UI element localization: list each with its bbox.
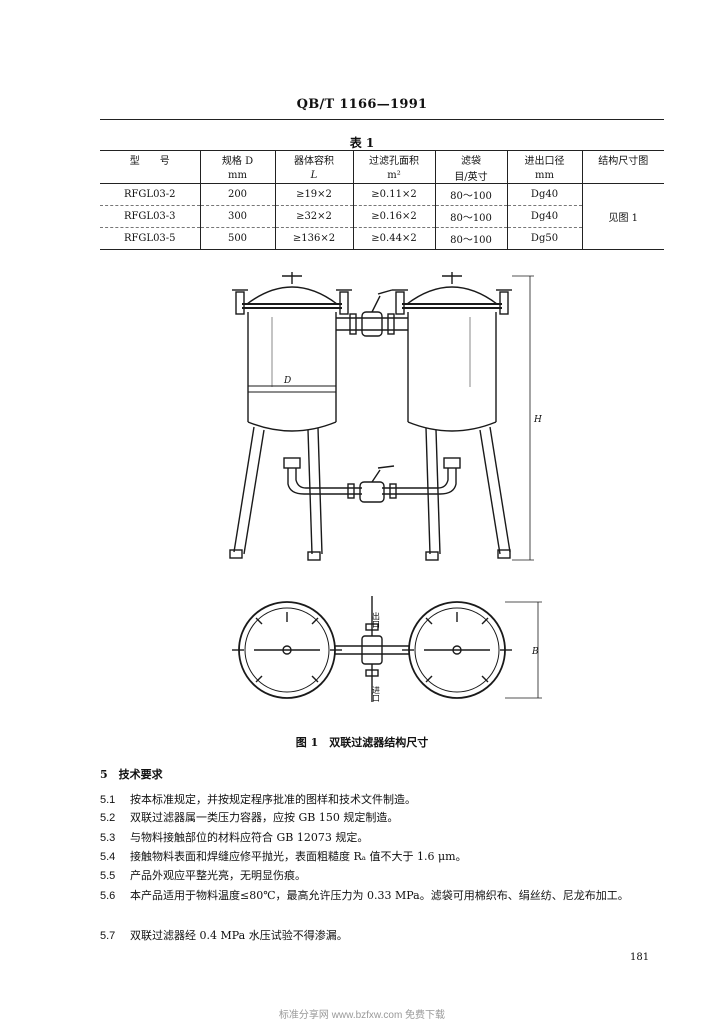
table-header-row-2: mm L m² 目/英寸 mm (100, 167, 664, 184)
requirement-number: 5.5 (100, 870, 116, 882)
requirement-number: 5.7 (100, 930, 116, 942)
requirement-item: 5.3 与物料接触部位的材料应符合 GB 12073 规定。 (100, 830, 664, 846)
requirement-text: 接触物料表面和焊缝应修平抛光，表面粗糙度 Rₐ 值不大于 1.6 μm。 (130, 850, 467, 863)
cell-model: RFGL03-2 (123, 189, 176, 200)
standard-number-header: QB/T 1166—1991 (296, 97, 428, 112)
cell-size: 300 (199, 205, 275, 228)
cell-filter-area: ≥0.16×2 (352, 205, 435, 228)
requirement-item: 5.5 产品外观应平整光亮，无明显伤痕。 (100, 868, 664, 884)
cell-structure-figure: 见图 1 (581, 183, 664, 250)
cell-port-diameter: Dg40 (506, 183, 582, 206)
col-header-volume: 器体容积 (274, 150, 353, 167)
col-unit-filter-area: m² (352, 167, 435, 184)
col-unit-filter-bag: 目/英寸 (434, 167, 507, 184)
lower-connecting-pipe (283, 457, 461, 503)
outlet-label: 出口 (372, 611, 381, 628)
requirement-number: 5.6 (100, 890, 116, 902)
cell-volume: ≥136×2 (274, 227, 353, 250)
legs (229, 426, 511, 561)
requirement-text: 产品外观应平整光亮，无明显伤痕。 (130, 869, 306, 882)
requirement-number: 5.3 (100, 832, 116, 844)
dimension-label-H: H (533, 415, 542, 425)
requirement-number: 5.2 (100, 812, 116, 824)
footer-watermark: 标准分享网 www.bzfxw.com 免费下载 (278, 1010, 446, 1021)
table-header-row-1: 型 号 规格 D 器体容积 过滤孔面积 滤袋 进出口径 结构尺寸图 (100, 150, 664, 167)
dimension-label-D: D (283, 376, 291, 386)
requirement-item: 5.6 本产品适用于物料温度≤80℃，最高允许压力为 0.33 MPa。滤袋可用棉… (100, 888, 664, 904)
requirement-text: 双联过滤器经 0.4 MPa 水压试验不得渗漏。 (130, 929, 348, 942)
cell-filter-bag: 80～100 (434, 205, 507, 228)
cell-volume: ≥19×2 (274, 183, 353, 206)
cell-model: RFGL03-5 (100, 227, 200, 250)
cell-size: 500 (199, 227, 275, 250)
col-unit-model (100, 167, 200, 184)
inlet-label: 进口 (372, 686, 381, 702)
requirement-item: 5.1 按本标准规定，并按规定程序批准的图样和技术文件制造。 (100, 792, 664, 808)
elevation-view: D (229, 272, 542, 561)
col-unit-structure-figure (581, 167, 664, 184)
cell-volume: ≥32×2 (274, 205, 353, 228)
cell-filter-bag: 80～100 (434, 183, 507, 206)
requirement-item: 5.2 双联过滤器属一类压力容器，应按 GB 150 规定制造。 (100, 810, 664, 826)
col-unit-port-diameter: mm (506, 167, 582, 184)
header-rule (100, 119, 664, 120)
col-header-model: 型 号 (100, 150, 200, 167)
left-vessel (232, 272, 352, 432)
cell-size: 200 (199, 183, 275, 206)
col-header-size: 规格 D (199, 150, 275, 167)
cell-port-diameter: Dg40 (506, 205, 582, 228)
requirement-text: 按本标准规定，并按规定程序批准的图样和技术文件制造。 (130, 793, 416, 806)
cell-model: RFGL03-3 (100, 205, 200, 228)
col-header-filter-area: 过滤孔面积 (352, 150, 435, 167)
requirement-item: 5.4 接触物料表面和焊缝应修平抛光，表面粗糙度 Rₐ 值不大于 1.6 μm。 (100, 849, 664, 865)
table-row: RFGL03-5 500 ≥136×2 ≥0.44×2 80～100 Dg50 (100, 227, 664, 250)
upper-connecting-pipe (336, 289, 408, 337)
cell-filter-area: ≥0.11×2 (352, 183, 435, 206)
filter-structure-drawing: D (229, 272, 542, 702)
figure-caption: 图 1 双联过滤器结构尺寸 (295, 736, 429, 749)
requirement-text: 双联过滤器属一类压力容器，应按 GB 150 规定制造。 (130, 811, 399, 824)
plan-view: 出口 进口 B (232, 596, 542, 702)
table-row: RFGL03-2 200 ≥19×2 ≥0.11×2 80～100 Dg40 见… (100, 183, 664, 250)
cell-filter-area: ≥0.44×2 (352, 227, 435, 250)
col-header-port-diameter: 进出口径 (506, 150, 582, 167)
table-row: RFGL03-3 300 ≥32×2 ≥0.16×2 80～100 Dg40 (100, 205, 664, 228)
col-unit-size: mm (199, 167, 275, 184)
col-unit-volume: L (274, 167, 353, 184)
requirement-text: 与物料接触部位的材料应符合 GB 12073 规定。 (130, 831, 369, 844)
section-title: 5 技术要求 (100, 768, 163, 781)
table-title: 表 1 (349, 136, 375, 150)
requirement-number: 5.1 (100, 794, 116, 806)
spec-table: 型 号 规格 D 器体容积 过滤孔面积 滤袋 进出口径 结构尺寸图 mm L m… (100, 150, 664, 250)
cell-port-diameter: Dg50 (506, 227, 582, 250)
col-header-structure-figure: 结构尺寸图 (581, 150, 664, 167)
cell-filter-bag: 80～100 (434, 227, 507, 250)
right-vessel (392, 272, 512, 432)
page-number: 181 (630, 952, 650, 963)
requirement-item: 5.7 双联过滤器经 0.4 MPa 水压试验不得渗漏。 (100, 928, 664, 944)
dimension-label-B: B (531, 647, 539, 657)
col-header-filter-bag: 滤袋 (434, 150, 507, 167)
requirement-text: 本产品适用于物料温度≤80℃，最高允许压力为 0.33 MPa。滤袋可用棉织布、… (130, 889, 629, 902)
requirement-number: 5.4 (100, 851, 116, 863)
